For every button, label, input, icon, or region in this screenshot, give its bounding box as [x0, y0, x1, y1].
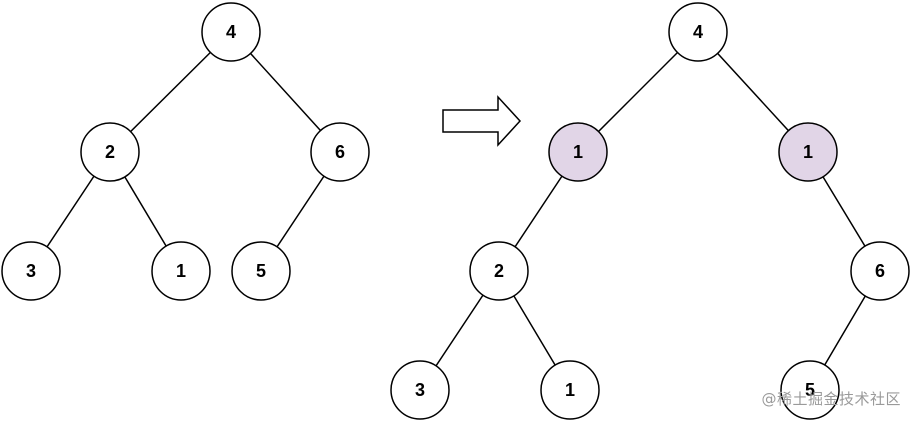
right-tree-node-r1a: 1 — [548, 122, 608, 182]
node-circle — [850, 241, 910, 301]
node-circle — [231, 241, 291, 301]
transform-arrow-icon — [442, 95, 522, 147]
node-circle — [151, 241, 211, 301]
right-tree-node-r4: 4 — [668, 2, 728, 62]
node-label: 4 — [226, 22, 236, 42]
node-circle — [1, 241, 61, 301]
left-tree-node-l1: 1 — [151, 241, 211, 301]
right-tree-node-r2: 2 — [469, 241, 529, 301]
node-circle — [780, 360, 840, 420]
node-label: 1 — [803, 142, 813, 162]
node-circle — [390, 360, 450, 420]
left-tree-node-l2: 2 — [80, 122, 140, 182]
node-label: 2 — [494, 261, 504, 281]
right-tree-node-r6: 6 — [850, 241, 910, 301]
node-circle — [310, 122, 370, 182]
edges-layer — [30, 31, 881, 391]
node-label: 1 — [176, 261, 186, 281]
right-tree-node-r1b: 1 — [778, 122, 838, 182]
node-label: 1 — [573, 142, 583, 162]
watermark-text: @稀土掘金技术社区 — [761, 390, 901, 408]
node-circle — [80, 122, 140, 182]
node-circle — [201, 2, 261, 62]
node-label: 5 — [805, 380, 815, 400]
node-label: 1 — [565, 380, 575, 400]
node-circle — [548, 122, 608, 182]
left-tree-node-l3: 3 — [1, 241, 61, 301]
left-tree-node-l4: 4 — [201, 2, 261, 62]
left-tree-node-l6: 6 — [310, 122, 370, 182]
node-circle — [668, 2, 728, 62]
node-label: 6 — [335, 142, 345, 162]
node-label: 3 — [415, 380, 425, 400]
node-circle — [469, 241, 529, 301]
node-label: 4 — [693, 22, 703, 42]
right-tree-node-r5: 5 — [780, 360, 840, 420]
node-circle — [778, 122, 838, 182]
node-label: 5 — [256, 261, 266, 281]
node-circle — [540, 360, 600, 420]
right-tree-node-r3: 3 — [390, 360, 450, 420]
node-label: 2 — [105, 142, 115, 162]
right-tree-node-r1c: 1 — [540, 360, 600, 420]
left-tree-node-l5: 5 — [231, 241, 291, 301]
node-label: 3 — [26, 261, 36, 281]
node-label: 6 — [875, 261, 885, 281]
